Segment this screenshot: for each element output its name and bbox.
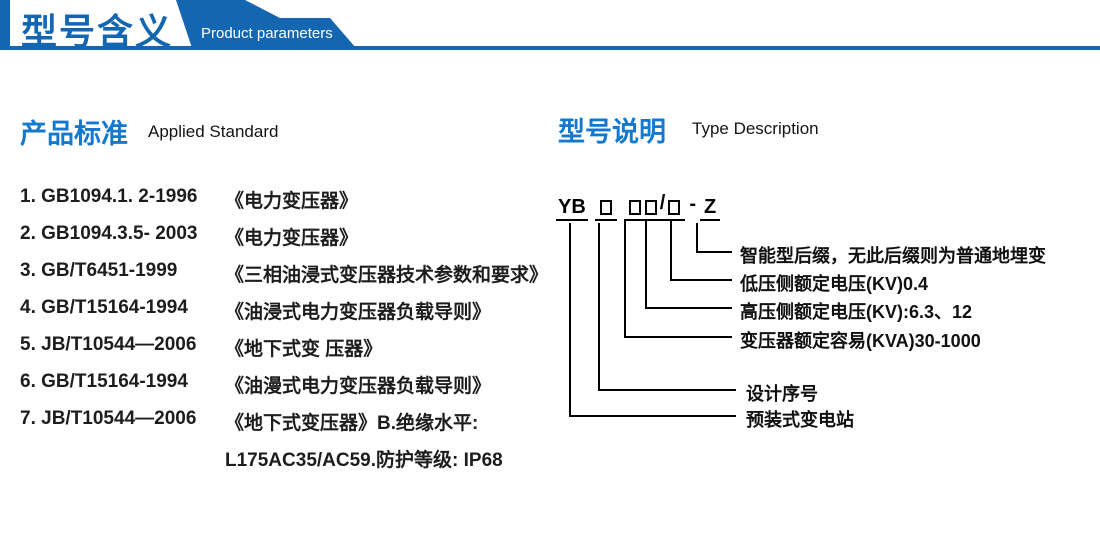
standard-desc: L175AC35/AC59.防护等级: IP68 [225, 450, 503, 471]
page-title: 型号含义 [21, 11, 174, 52]
standard-desc: 《地下式变压器》B.绝缘水平: [225, 413, 479, 434]
standard-code: 1. GB1094.1. 2-1996 [20, 186, 198, 207]
header-accent-bar [0, 0, 10, 50]
list-item: 2. GB1094.3.5- 2003 《电力变压器》 [20, 223, 560, 260]
model-label-prefab-substation: 预装式变电站 [746, 410, 854, 430]
page-subtitle: Product parameters [201, 25, 333, 42]
type-description-heading: 型号说明 [558, 117, 666, 147]
standards-list: 1. GB1094.1. 2-1996 《电力变压器》 2. GB1094.3.… [20, 186, 560, 482]
list-item: 6. GB/T15164-1994 《油漫式电力变压器负载导则》 [20, 371, 560, 408]
applied-standard-heading: 产品标准 [20, 119, 128, 149]
standard-code: 2. GB1094.3.5- 2003 [20, 223, 198, 244]
list-item: 5. JB/T10544—2006 《地下式变 压器》 [20, 334, 560, 371]
model-placeholder-box [599, 200, 612, 215]
standard-desc: 《地下式变 压器》 [225, 339, 383, 360]
standard-desc: 《电力变压器》 [225, 191, 359, 212]
model-label-rated-capacity: 变压器额定容易(KVA)30-1000 [740, 331, 981, 351]
model-label-high-voltage: 高压侧额定电压(KV):6.3、12 [740, 302, 973, 322]
applied-standard-heading-en: Applied Standard [148, 122, 279, 141]
standard-code: 5. JB/T10544—2006 [20, 334, 197, 355]
list-item: 3. GB/T6451-1999 《三相油浸式变压器技术参数和要求》 [20, 260, 560, 297]
list-item-continuation: L175AC35/AC59.防护等级: IP68 [20, 445, 560, 482]
model-prefix: YB [556, 196, 588, 221]
model-dash: - [689, 193, 697, 215]
model-placeholder-box [668, 200, 681, 215]
model-placeholder-box [644, 200, 657, 215]
model-suffix: Z [700, 196, 721, 221]
header-banner-shape [176, 0, 356, 48]
standard-code: 7. JB/T10544—2006 [20, 408, 197, 429]
model-placeholder-box [628, 200, 641, 215]
standard-desc: 《三相油浸式变压器技术参数和要求》 [225, 265, 549, 286]
model-label-design-serial: 设计序号 [746, 384, 818, 404]
model-separator: / [659, 192, 666, 214]
type-description-heading-en: Type Description [692, 119, 819, 138]
model-label-low-voltage: 低压侧额定电压(KV)0.4 [740, 274, 929, 294]
standard-desc: 《油浸式电力变压器负载导则》 [225, 302, 492, 323]
standard-code: 3. GB/T6451-1999 [20, 260, 178, 281]
model-label-smart-suffix: 智能型后缀，无此后缀则为普通地埋变 [740, 246, 1046, 266]
list-item: 7. JB/T10544—2006 《地下式变压器》B.绝缘水平: [20, 408, 560, 445]
list-item: 4. GB/T15164-1994 《油浸式电力变压器负载导则》 [20, 297, 560, 334]
standard-desc: 《油漫式电力变压器负载导则》 [225, 376, 492, 397]
standard-desc: 《电力变压器》 [225, 228, 359, 249]
standard-code: 6. GB/T15164-1994 [20, 371, 188, 392]
model-code-row: YB / - Z [556, 192, 721, 221]
standard-code: 4. GB/T15164-1994 [20, 297, 188, 318]
list-item: 1. GB1094.1. 2-1996 《电力变压器》 [20, 186, 560, 223]
model-placeholder-box-group [594, 200, 617, 221]
model-placeholder-box-group: / [623, 192, 686, 221]
header-rule [0, 46, 1100, 50]
